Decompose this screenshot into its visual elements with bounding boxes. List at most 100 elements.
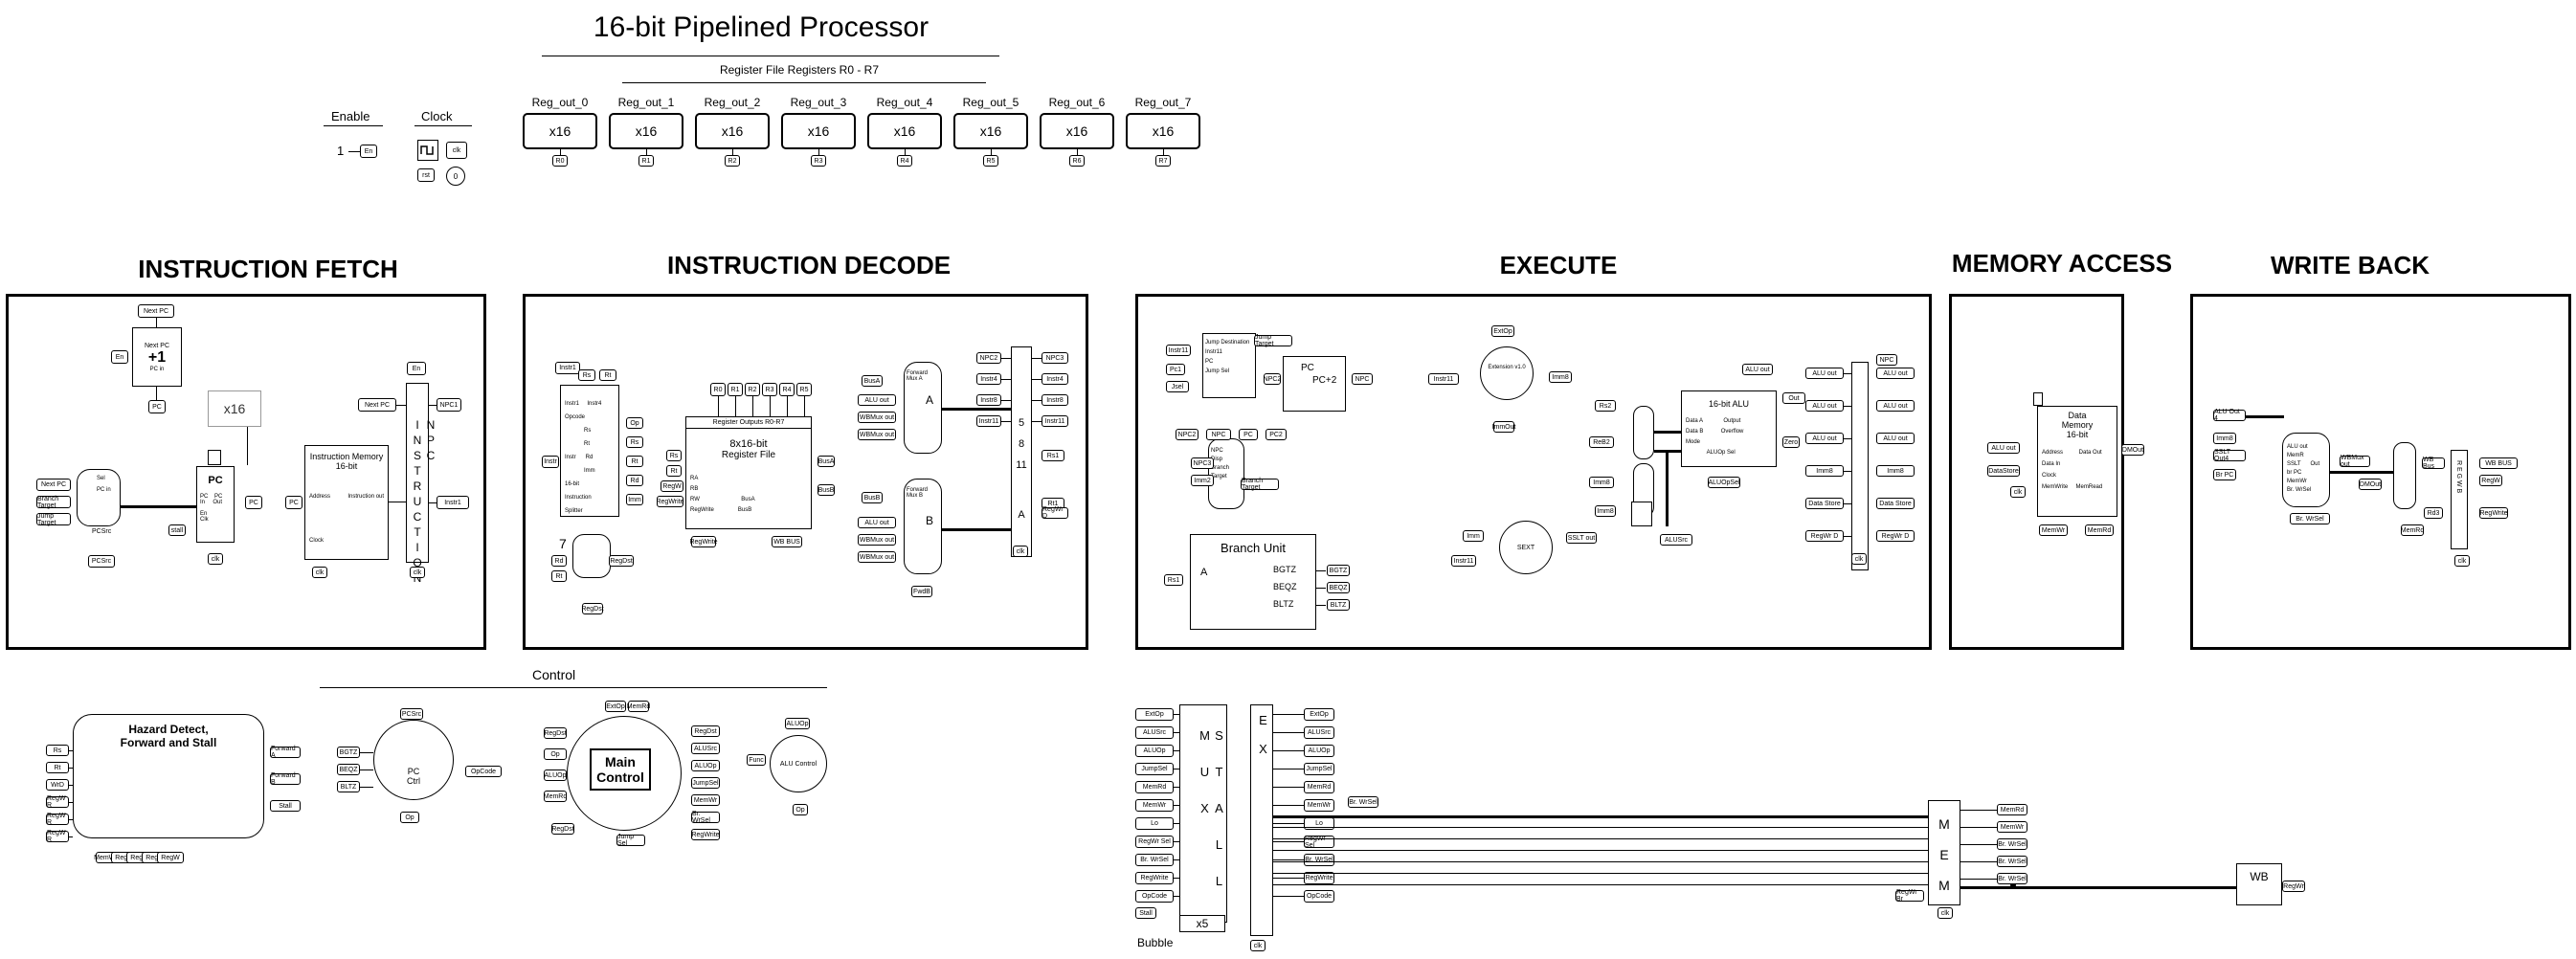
zero-tunnel[interactable]: Zero <box>1782 436 1800 448</box>
sext-unit[interactable]: SEXT <box>1499 521 1553 574</box>
main-left-tunnel[interactable]: ALUOp <box>544 769 567 781</box>
wb-dm-tunnel[interactable]: DMOut <box>2359 479 2382 490</box>
sext-in2-tunnel[interactable]: Instr11 <box>1451 555 1476 567</box>
hazard-out-tunnel[interactable]: Forward B <box>270 772 301 786</box>
wb-final-regwrite-tunnel[interactable]: RegWrite <box>2479 507 2508 519</box>
pcctrl-in-tunnel[interactable]: BLTZ <box>337 781 360 792</box>
wb-sslt-tunnel[interactable]: SSLT Out4 <box>2213 449 2246 462</box>
stall-in-tunnel[interactable]: ALUSrc <box>1135 726 1174 739</box>
branch-target-out-tunnel[interactable]: Branch Target <box>1241 478 1279 491</box>
dmem-data-in-tunnel[interactable]: DataStore <box>1987 465 2020 477</box>
regfile-out-pin[interactable]: R0 <box>710 383 726 396</box>
stall-in-tunnel[interactable]: Br. WrSel <box>1135 854 1174 866</box>
hazard-in-tunnel[interactable]: Rs <box>46 745 69 756</box>
alu-out-tunnel[interactable]: Out <box>1782 392 1805 404</box>
en-tunnel[interactable]: En <box>111 350 128 364</box>
alu-in-tunnel[interactable]: Imm8 <box>1589 477 1614 488</box>
wb-bus-tunnel[interactable]: WB Bus <box>2422 457 2445 470</box>
ex-out-tunnel[interactable]: MemRd <box>1304 781 1334 793</box>
main-right-tunnel[interactable]: ALUOp <box>691 760 720 771</box>
hazard-in-tunnel[interactable]: RegW R <box>46 830 69 843</box>
exmem-in-tunnel[interactable]: ALU out <box>1805 433 1844 444</box>
imm2-tunnel[interactable]: Imm2 <box>1191 475 1214 486</box>
enable-tunnel[interactable]: En <box>360 145 377 158</box>
fwd-b-sel-tunnel[interactable]: FwdB <box>911 586 932 597</box>
pc2b-tunnel[interactable]: PC2 <box>1266 429 1287 440</box>
sext-out-tunnel[interactable]: SSLT out <box>1566 532 1597 544</box>
pc-out-tunnel[interactable]: PC <box>245 496 262 509</box>
mem-out-tunnel[interactable]: Br. WrSel <box>1997 856 2027 867</box>
pc-tunnel[interactable]: PC <box>148 400 166 413</box>
ex-out-tunnel[interactable]: ALUOp <box>1304 745 1334 757</box>
decode-latch-in[interactable]: Instr8 <box>976 394 1001 406</box>
bt-npc-tunnel[interactable]: NPC <box>1206 429 1231 440</box>
pc-adder[interactable]: Next PC +1 PC in <box>132 327 182 387</box>
next-pc-tunnel[interactable]: Next PC <box>36 479 71 491</box>
exmem-clk-tunnel[interactable]: clk <box>1851 553 1867 565</box>
hazard-in-tunnel[interactable]: WrD <box>46 779 69 791</box>
rw-tunnel[interactable]: RegW <box>661 480 683 492</box>
mem-out-tunnel[interactable]: Br. WrSel <box>1997 873 2027 884</box>
ex-mem-latch[interactable] <box>1851 362 1869 570</box>
register-enable-tunnel[interactable]: R1 <box>638 155 654 167</box>
exmem-in-tunnel[interactable]: ALU out <box>1805 368 1844 379</box>
pcctrl-bottom-tunnel[interactable]: Op <box>400 812 419 823</box>
ra-tunnel[interactable]: Rs <box>666 450 682 461</box>
sext-in-tunnel[interactable]: Imm <box>1463 530 1484 542</box>
instr4-a-tunnel[interactable]: Rs <box>578 369 595 381</box>
register-enable-tunnel[interactable]: R7 <box>1155 155 1171 167</box>
decode-clk-tunnel[interactable]: clk <box>1013 546 1028 557</box>
rs-tunnel[interactable]: Rs <box>626 436 643 448</box>
stall-tunnel[interactable]: stall <box>168 524 186 536</box>
branch-output-tunnel[interactable]: BLTZ <box>1327 599 1350 611</box>
decode-latch-out[interactable]: NPC3 <box>1042 352 1068 364</box>
wb-clk-tunnel[interactable]: clk <box>2454 555 2470 567</box>
pcctrl-out-tunnel[interactable]: OpCode <box>465 766 502 777</box>
branch-unit[interactable]: Branch Unit A <box>1190 534 1316 630</box>
stall-in-tunnel[interactable]: ExtOp <box>1135 708 1174 721</box>
wb-bus-tunnel[interactable]: WB BUS <box>772 536 802 547</box>
latch-clk-tunnel[interactable]: clk <box>410 567 425 578</box>
npc3-tunnel[interactable]: NPC3 <box>1191 457 1214 469</box>
npc-instruction-latch[interactable]: NPC INSTRUCTION <box>406 383 437 587</box>
exmem-out-tunnel[interactable]: Data Store <box>1876 498 1915 509</box>
mem-out-tunnel[interactable]: Br. WrSel <box>1997 838 2027 850</box>
mem-regw-tunnel[interactable]: RegWr Br <box>1895 889 1924 903</box>
rd-tunnel[interactable]: Rd <box>626 475 643 486</box>
regwrite-tunnel[interactable]: RegWrite <box>656 496 684 507</box>
ex-out-tunnel[interactable]: OpCode <box>1304 890 1334 903</box>
jd-pc-tunnel[interactable]: Pc1 <box>1166 364 1185 375</box>
decode-latch-out[interactable]: Instr8 <box>1042 394 1068 406</box>
aluop-op-tunnel[interactable]: Op <box>793 804 808 815</box>
rd-mux[interactable] <box>572 534 611 578</box>
imm-tunnel[interactable]: Imm <box>626 494 643 505</box>
register-enable-tunnel[interactable]: R4 <box>897 155 912 167</box>
ex-out-tunnel[interactable]: ALUSrc <box>1304 726 1334 739</box>
hazard-in-tunnel[interactable]: RegW R <box>46 795 69 809</box>
pcctrl-in-tunnel[interactable]: BGTZ <box>337 747 360 758</box>
hazard-in-tunnel[interactable]: RegW R <box>46 813 69 826</box>
ex-out-tunnel[interactable]: Br. WrSel <box>1304 854 1334 866</box>
jd-instr11-tunnel[interactable]: Instr11 <box>1166 345 1191 356</box>
regfile-out-pin[interactable]: R3 <box>762 383 777 396</box>
regfile-out-pin[interactable]: R5 <box>796 383 812 396</box>
alu-out-a-tunnel[interactable]: ALU out <box>1742 364 1773 375</box>
decode-latch-in[interactable]: Instr11 <box>976 415 1001 427</box>
main-left-tunnel[interactable]: MemRd <box>544 791 567 802</box>
decode-latch-in[interactable]: Instr4 <box>976 373 1001 385</box>
hazard-in-tunnel[interactable]: Rt <box>46 762 69 773</box>
main-right-tunnel[interactable]: RegWrite <box>691 829 720 840</box>
stall-in-tunnel[interactable]: OpCode <box>1135 890 1174 903</box>
alu-control[interactable]: ALU Control <box>770 735 827 792</box>
alu-src-mux-a[interactable] <box>1633 406 1654 459</box>
op-tunnel[interactable]: Op <box>626 417 643 429</box>
fwd-a-rs-tunnel[interactable]: BusA <box>862 375 883 387</box>
stall-in-tunnel[interactable]: MemWr <box>1135 799 1174 812</box>
main-top-tunnel[interactable]: MemRd <box>627 701 650 712</box>
ex-out-tunnel[interactable]: RegWrite <box>1304 872 1334 884</box>
ex-out-tunnel[interactable]: RegWr Sel <box>1304 836 1334 849</box>
